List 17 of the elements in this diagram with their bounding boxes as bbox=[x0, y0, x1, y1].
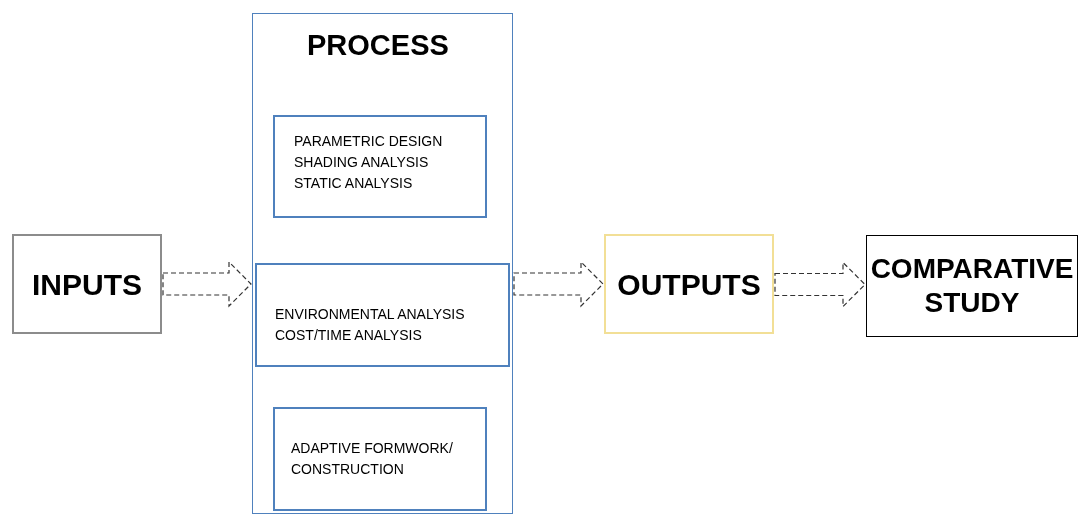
block-arrow bbox=[513, 260, 604, 308]
box-label: INPUTS bbox=[32, 266, 142, 303]
block-arrow bbox=[774, 261, 866, 308]
box-label: OUTPUTS bbox=[617, 266, 761, 303]
box-label: COMPARATIVE STUDY bbox=[869, 252, 1075, 320]
output-box bbox=[604, 234, 774, 334]
box-label: PARAMETRIC DESIGN SHADING ANALYSIS STATIC ANALYSIS bbox=[293, 132, 444, 193]
box-label: ADAPTIVE FORMWORK/ CONSTRUCTION bbox=[290, 439, 454, 479]
block-arrow bbox=[162, 260, 252, 308]
process-container bbox=[252, 13, 513, 514]
box-label: ENVIRONMENTAL ANALYSIS COST/TIME ANALYSIS bbox=[274, 305, 466, 345]
study-box bbox=[866, 235, 1078, 337]
process-box bbox=[255, 263, 510, 367]
input-box bbox=[12, 234, 162, 334]
process-box bbox=[273, 115, 487, 218]
process-heading: PROCESS bbox=[306, 28, 449, 63]
process-box bbox=[273, 407, 487, 511]
